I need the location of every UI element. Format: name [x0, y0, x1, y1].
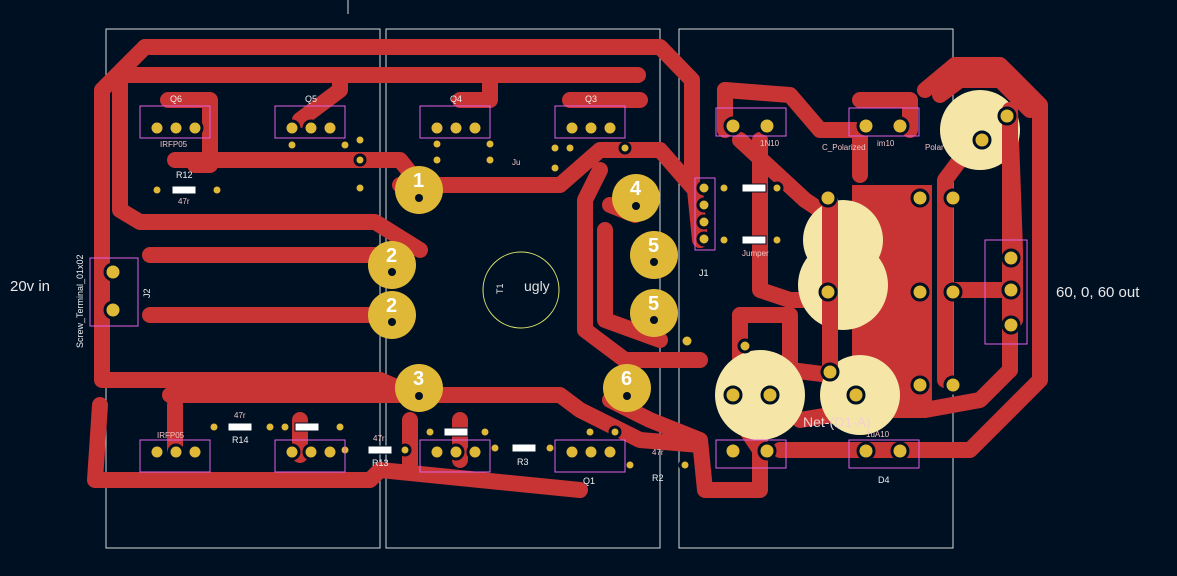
transformer-outline	[482, 251, 560, 329]
r13-ref: R13	[372, 458, 389, 468]
transformer-pad-2a: 2	[368, 241, 416, 289]
center-ref: T1	[495, 283, 505, 294]
svg-text:5: 5	[648, 235, 659, 257]
jumper-label-short: Ju	[512, 158, 520, 167]
input-label: 20v in	[10, 278, 50, 295]
cap-label-2: Polar	[925, 143, 944, 152]
transformer-pad-1: 1	[395, 166, 443, 214]
jumper-label: Jumper	[742, 249, 769, 258]
resistors	[171, 183, 767, 455]
q4-ref: Q4	[450, 94, 462, 104]
bottom-mosfet-value: IRFP05	[157, 431, 185, 440]
q6-ref: Q6	[170, 94, 182, 104]
transformer-pad-5a: 5	[630, 231, 678, 279]
transformer-pad-2b: 2	[368, 291, 416, 339]
diode-bottom-ref: D4	[878, 475, 890, 485]
q3-ref: Q3	[585, 94, 597, 104]
transformer-pad-5b: 5	[630, 289, 678, 337]
r3-ref: R3	[517, 457, 529, 467]
diode-bottom-label: 1uA10	[866, 430, 890, 439]
input-connector-ref: J2	[142, 288, 152, 298]
r12-value: 47r	[178, 197, 190, 206]
transformer-pad-3: 3	[395, 364, 443, 412]
header-ref: J1	[699, 268, 709, 278]
q5-ref: Q5	[305, 94, 317, 104]
r14-ref: R14	[232, 435, 249, 445]
svg-text:2: 2	[386, 245, 397, 267]
svg-text:2: 2	[386, 295, 397, 317]
cap-label-1: C_Polarized	[822, 143, 866, 152]
component-refs: Q6 Q5 Q4 Q3 IRFP05 IRFP05 Q1 R12 47r R14…	[157, 94, 944, 486]
r2-value: 47r	[652, 448, 664, 457]
output-label: 60, 0, 60 out	[1056, 284, 1140, 301]
top-mosfet-value: IRFP05	[160, 140, 188, 149]
diode-top-label: 1N10	[760, 139, 780, 148]
small-pads	[103, 106, 1021, 472]
svg-text:1: 1	[413, 170, 424, 192]
transformer-pad-6: 6	[603, 364, 651, 412]
input-footprint-label: Screw_Terminal_01x02	[75, 254, 85, 348]
net-label: Net-(D1-A)	[803, 414, 871, 430]
r14-value: 47r	[234, 411, 246, 420]
r13-value: 47r	[373, 434, 385, 443]
q1-ref: Q1	[583, 476, 595, 486]
silkscreen-outlines	[89, 105, 1028, 473]
center-label: ugly	[524, 278, 550, 294]
transformer-pads: 1 2 2 3 4 5 5	[368, 166, 678, 412]
r12-ref: R12	[176, 170, 193, 180]
svg-text:6: 6	[621, 368, 632, 390]
svg-text:4: 4	[630, 178, 642, 200]
svg-text:3: 3	[413, 368, 424, 390]
svg-text:5: 5	[648, 293, 659, 315]
diode-top-right-label: im10	[877, 139, 895, 148]
r2-ref: R2	[652, 473, 664, 483]
transformer-pad-4: 4	[612, 174, 660, 222]
